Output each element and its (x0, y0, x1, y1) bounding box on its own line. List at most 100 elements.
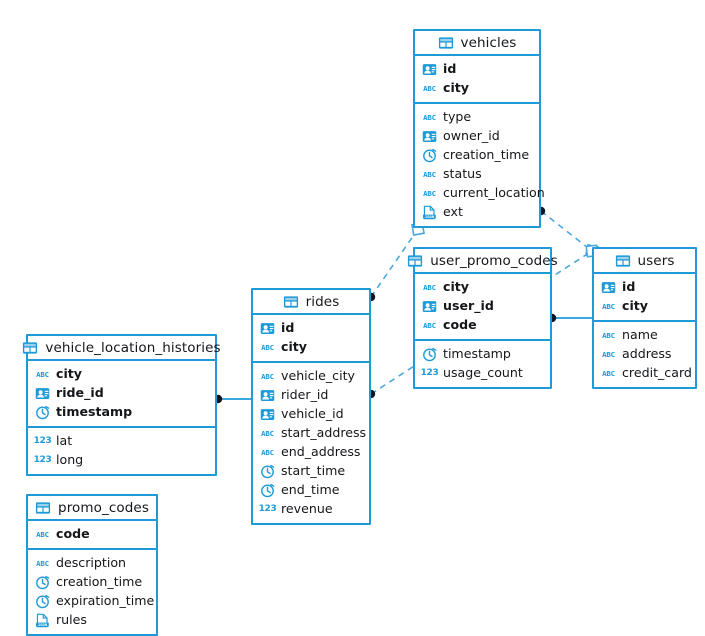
table-header-vehicle_location_histories[interactable]: vehicle_location_histories (23, 336, 221, 361)
column-label: description (56, 555, 127, 571)
timestamp-icon (260, 483, 275, 498)
column-row-vehicle_id[interactable]: vehicle_id (253, 405, 369, 424)
column-row-lat[interactable]: 123 lat (28, 432, 215, 451)
column-label: city (281, 339, 308, 355)
column-row-start_time[interactable]: start_time (253, 462, 369, 481)
primary-key-row-id[interactable]: id (415, 60, 539, 79)
column-label: creation_time (56, 574, 143, 590)
column-row-owner_id[interactable]: owner_id (415, 127, 539, 146)
string-icon: ABC (423, 188, 436, 198)
string-icon: ABC (261, 342, 274, 352)
number-icon: 123 (33, 436, 52, 446)
timestamp-icon (422, 148, 437, 163)
timestamp-icon (422, 347, 437, 362)
table-header-rides[interactable]: rides (253, 290, 369, 315)
column-row-expiration_time[interactable]: expiration_time (28, 592, 156, 611)
column-label: usage_count (443, 365, 523, 381)
uuid-icon (260, 321, 275, 336)
column-label: lat (56, 433, 73, 449)
string-icon: ABC (261, 371, 274, 381)
table-icon (407, 253, 423, 269)
column-label: creation_time (443, 147, 530, 163)
column-label: end_address (281, 444, 361, 460)
column-row-description[interactable]: ABC description (28, 554, 156, 573)
json-icon: JSON (422, 205, 437, 220)
column-row-usage_count[interactable]: 123 usage_count (415, 364, 550, 383)
column-row-end_time[interactable]: end_time (253, 481, 369, 500)
column-label: current_location (443, 185, 545, 201)
table-icon (438, 35, 454, 51)
table-header-vehicles[interactable]: vehicles (415, 31, 539, 56)
column-label: address (622, 346, 672, 362)
primary-key-row-id[interactable]: id (253, 319, 369, 338)
column-label: status (443, 166, 482, 182)
relationship-vlh-rides[interactable] (213, 394, 251, 404)
column-label: id (443, 61, 457, 77)
column-label: rider_id (281, 387, 329, 403)
column-row-type[interactable]: ABC type (415, 108, 539, 127)
number-icon: 123 (420, 368, 439, 378)
column-label: owner_id (443, 128, 500, 144)
column-row-creation_time[interactable]: creation_time (28, 573, 156, 592)
column-label: expiration_time (56, 593, 155, 609)
column-label: code (443, 317, 477, 333)
table-title: vehicle_location_histories (45, 339, 221, 356)
primary-key-row-id[interactable]: id (594, 278, 695, 297)
svg-text:JSON: JSON (38, 622, 48, 627)
primary-key-row-ride_id[interactable]: ride_id (28, 384, 215, 403)
primary-key-row-user_id[interactable]: user_id (415, 297, 550, 316)
uuid-icon (260, 407, 275, 422)
string-icon: ABC (423, 112, 436, 122)
table-icon (35, 500, 51, 516)
column-row-creation_time[interactable]: creation_time (415, 146, 539, 165)
string-icon: ABC (602, 368, 615, 378)
relationship-upc-users[interactable] (547, 313, 592, 323)
column-row-timestamp[interactable]: timestamp (415, 345, 550, 364)
primary-key-row-timestamp[interactable]: timestamp (28, 403, 215, 422)
column-label: ext (443, 204, 463, 220)
column-label: long (56, 452, 84, 468)
table-header-promo_codes[interactable]: promo_codes (28, 496, 156, 521)
column-label: city (622, 298, 649, 314)
primary-key-row-city[interactable]: ABC city (253, 338, 369, 357)
column-row-current_location[interactable]: ABC current_location (415, 184, 545, 203)
table-title: vehicles (460, 34, 517, 51)
column-label: type (443, 109, 472, 125)
relationship-line (540, 210, 593, 252)
column-row-rider_id[interactable]: rider_id (253, 386, 369, 405)
table-icon (283, 294, 299, 310)
string-icon: ABC (36, 558, 49, 568)
table-header-user_promo_codes[interactable]: user_promo_codes (408, 249, 558, 274)
column-row-ext[interactable]: JSON ext (415, 203, 539, 222)
table-header-users[interactable]: users (594, 249, 695, 274)
